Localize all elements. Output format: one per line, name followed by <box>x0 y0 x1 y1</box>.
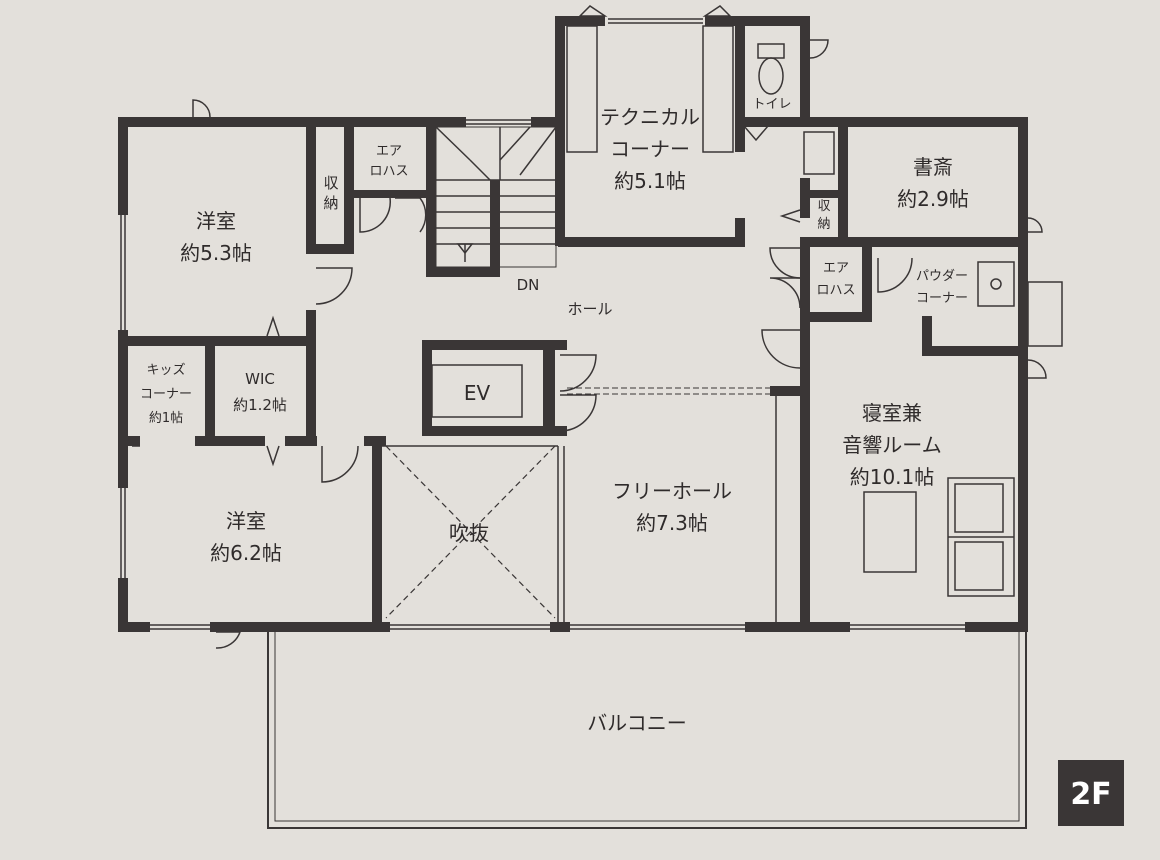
study-size: 約2.9帖 <box>897 187 969 211</box>
void-cross <box>382 445 565 622</box>
free-hall-size: 約7.3帖 <box>636 511 708 535</box>
balcony-label: バルコニー <box>587 711 687 735</box>
staircase <box>435 126 557 268</box>
aircon-2-label-b: ロハス <box>816 283 855 298</box>
floor-badge: 2F <box>1058 760 1124 826</box>
study-shelf <box>803 131 835 175</box>
bedroom-table <box>863 491 917 573</box>
wic-label: WIC <box>245 370 275 388</box>
bedroom-name-b: 音響ルーム <box>842 433 941 457</box>
western-room-1-name: 洋室 <box>196 209 236 233</box>
sink-drain <box>990 278 1002 290</box>
tech-shelf-left <box>566 25 598 153</box>
technical-corner-name-b: コーナー <box>610 137 690 161</box>
aircon-2-label-a: エア <box>823 261 849 276</box>
hall-label: ホール <box>567 300 612 318</box>
walls <box>118 16 1028 632</box>
western-room-2-size: 約6.2帖 <box>210 541 282 565</box>
tech-shelf-right <box>702 25 734 153</box>
storage-2-label-b: 納 <box>817 217 830 232</box>
stairs-dn-label: DN <box>517 276 540 294</box>
free-hall-name: フリーホール <box>612 479 732 503</box>
western-room-1-size: 約5.3帖 <box>180 241 252 265</box>
dashed-guide <box>567 387 777 622</box>
toilet-tank <box>757 43 785 59</box>
powder-sink <box>977 261 1015 307</box>
technical-corner-size: 約5.1帖 <box>614 169 686 193</box>
windows <box>118 16 965 632</box>
kids-corner-label-b: コーナー <box>140 387 192 402</box>
bedroom-name-a: 寝室兼 <box>862 401 922 425</box>
toilet-label: トイレ <box>752 97 791 112</box>
aircon-1-label-b: ロハス <box>369 164 408 179</box>
room-labels: 洋室 約5.3帖 収 納 エア ロハス テクニカル コーナー 約5.1帖 トイレ… <box>140 97 969 735</box>
fixtures <box>566 25 1063 597</box>
void-label: 吹抜 <box>449 521 489 545</box>
toilet-bowl <box>758 57 784 95</box>
bedroom-size: 約10.1帖 <box>850 465 935 489</box>
western-room-2-name: 洋室 <box>226 509 266 533</box>
floor-badge-label: 2F <box>1070 777 1111 812</box>
study-name: 書斎 <box>913 155 953 179</box>
aircon-1-label-a: エア <box>376 144 402 159</box>
outdoor-unit <box>1027 281 1063 347</box>
elevator-label: EV <box>464 381 491 405</box>
storage-1-label-b: 納 <box>323 194 338 212</box>
elevator-car <box>431 364 523 418</box>
storage-1-label-a: 収 <box>323 174 338 192</box>
wic-size: 約1.2帖 <box>233 396 287 414</box>
technical-corner-name-a: テクニカル <box>600 105 700 129</box>
balcony-outline <box>267 632 1027 829</box>
storage-2-label-a: 収 <box>817 199 830 214</box>
powder-corner-label-a: パウダー <box>916 269 968 284</box>
powder-corner-label-b: コーナー <box>916 291 968 306</box>
doors <box>132 5 1047 649</box>
kids-corner-size: 約1帖 <box>149 411 183 426</box>
kids-corner-label-a: キッズ <box>146 362 185 378</box>
